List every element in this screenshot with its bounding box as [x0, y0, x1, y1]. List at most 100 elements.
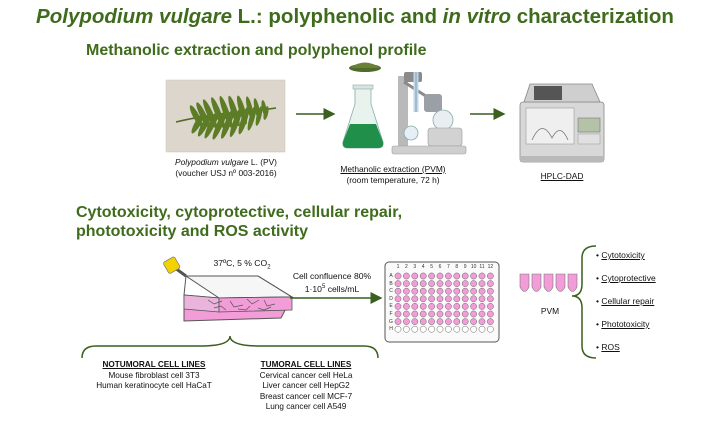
plate-well [487, 319, 493, 325]
plate-well [437, 311, 443, 317]
plate-well [420, 296, 426, 302]
plate-well [487, 326, 493, 332]
plate-well [412, 273, 418, 279]
plate-well [462, 288, 468, 294]
plate-well [395, 311, 401, 317]
plate-well [462, 326, 468, 332]
plate-row-label: F [388, 311, 394, 317]
plate-row-label: G [388, 319, 394, 325]
plate-well [395, 319, 401, 325]
plate-well [429, 288, 435, 294]
plate-well [420, 326, 426, 332]
plate-well [454, 288, 460, 294]
plate-well [454, 311, 460, 317]
plate-well [479, 319, 485, 325]
hplc-label: HPLC-DAD [525, 171, 599, 182]
plate-well [429, 326, 435, 332]
plate-well [479, 326, 485, 332]
plate-well [471, 281, 477, 287]
hplc-instrument [520, 84, 604, 162]
plate-row-label: D [388, 296, 394, 302]
plate-well [412, 303, 418, 309]
plate-well [403, 281, 409, 287]
fern-photo [166, 80, 285, 152]
plate-well [479, 273, 485, 279]
plant-powder [349, 63, 381, 73]
plate-well [412, 326, 418, 332]
plate-well [403, 288, 409, 294]
tumoral-heading: TUMORAL CELL LINES [236, 360, 376, 371]
plate-well [420, 311, 426, 317]
plate-well [471, 273, 477, 279]
plate-well [412, 311, 418, 317]
plate-well [445, 311, 451, 317]
plate-well [403, 319, 409, 325]
plate-well [487, 288, 493, 294]
plate-well [445, 326, 451, 332]
well-plate [385, 262, 499, 342]
plate-well [429, 281, 435, 287]
plate-well [454, 303, 460, 309]
plate-well [487, 303, 493, 309]
tumoral-line: Breast cancer cell MCF-7 [236, 392, 376, 403]
plate-well [445, 319, 451, 325]
plate-well [462, 303, 468, 309]
plate-well [462, 296, 468, 302]
plate-well [487, 281, 493, 287]
plate-well [471, 288, 477, 294]
plate-well [479, 303, 485, 309]
tumoral-block: TUMORAL CELL LINES Cervical cancer cell … [236, 360, 376, 413]
plate-well [403, 273, 409, 279]
plate-well [454, 273, 460, 279]
plate-well [403, 326, 409, 332]
assay-label: Cytoprotective [601, 273, 655, 283]
plate-well [479, 281, 485, 287]
erlenmeyer-flask [343, 85, 383, 148]
plate-col-label: 12 [485, 264, 495, 270]
plate-well [437, 296, 443, 302]
rotary-evaporator [392, 72, 466, 154]
section2-heading: Cytotoxicity, cytoprotective, cellular r… [76, 203, 402, 241]
cell-lines-bracket [82, 336, 378, 358]
plate-well [487, 273, 493, 279]
assay-item: • Phototoxicity [596, 319, 650, 329]
assay-label: Cellular repair [601, 296, 654, 306]
plate-well [395, 326, 401, 332]
plate-well [454, 296, 460, 302]
plate-well [471, 319, 477, 325]
notumoral-block: NOTUMORAL CELL LINES Mouse fibroblast ce… [84, 360, 224, 392]
plate-row-label: B [388, 281, 394, 287]
plate-well [437, 288, 443, 294]
plate-well [445, 296, 451, 302]
plate-well [412, 288, 418, 294]
plate-well [445, 288, 451, 294]
plate-well [454, 281, 460, 287]
extraction-caption: Methanolic extraction (PVM)(room tempera… [333, 164, 453, 185]
plate-row-label: H [388, 326, 394, 332]
plate-well [437, 319, 443, 325]
tumoral-line: Lung cancer cell A549 [236, 402, 376, 413]
notumoral-heading: NOTUMORAL CELL LINES [84, 360, 224, 371]
plate-well [445, 303, 451, 309]
assay-item: • Cytoprotective [596, 273, 656, 283]
notumoral-line: Human keratinocyte cell HaCaT [84, 381, 224, 392]
plate-well [395, 303, 401, 309]
notumoral-line: Mouse fibroblast cell 3T3 [84, 371, 224, 382]
plate-well [420, 281, 426, 287]
plate-well [420, 303, 426, 309]
plate-well [403, 296, 409, 302]
plate-well [471, 326, 477, 332]
plate-well [437, 281, 443, 287]
assay-item: • ROS [596, 342, 620, 352]
plate-well [395, 288, 401, 294]
plate-well [429, 296, 435, 302]
plate-well [471, 303, 477, 309]
plate-well [454, 319, 460, 325]
assay-label: Phototoxicity [601, 319, 649, 329]
plate-well [479, 288, 485, 294]
plate-well [429, 311, 435, 317]
plate-well [437, 273, 443, 279]
plate-well [412, 281, 418, 287]
confluence-text: Cell confluence 80%1·105 cells/mL [282, 271, 382, 294]
plate-well [462, 273, 468, 279]
